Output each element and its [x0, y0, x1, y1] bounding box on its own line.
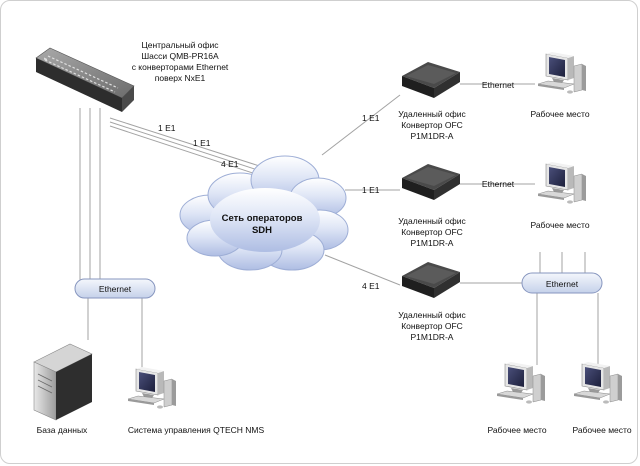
remote-office-3-workstation-2: Рабочее место	[572, 425, 631, 435]
central-office-line-1: Центральный офис	[141, 40, 219, 50]
remote-office-2-workstation: Рабочее место	[530, 220, 589, 230]
link-label-r1: 1 E1	[362, 113, 380, 123]
central-office-label: Центральный офис Шасси QMB-PR16A с конве…	[132, 40, 229, 83]
remote-office-1-ethernet: Ethernet	[482, 80, 515, 90]
link-line-c1	[109, 117, 273, 171]
connection-lines	[79, 83, 599, 368]
converter-box-icon	[402, 262, 460, 298]
remote-office-2: Удаленный офис Конвертор OFC P1M1DR-A Et…	[398, 161, 590, 248]
remote-office-2-line-2: Конвертор OFC	[401, 227, 463, 237]
remote-office-1-line-3: P1M1DR-A	[411, 131, 454, 141]
central-chassis	[35, 47, 135, 112]
workstation-computer-icon	[127, 366, 177, 410]
link-line-c3	[109, 125, 269, 179]
remote-office-3-line-3: P1M1DR-A	[411, 332, 454, 342]
left-ethernet-bus: Ethernet	[74, 278, 156, 299]
remote-office-2-line-1: Удаленный офис	[398, 216, 466, 226]
link-line-r3	[324, 254, 401, 286]
database-server: База данных	[33, 343, 93, 435]
nms-station: Система управления QTECH NMS	[127, 366, 265, 435]
workstation-computer-icon	[537, 161, 587, 205]
remote-office-3-line-1: Удаленный офис	[398, 310, 466, 320]
remote-office-2-ethernet: Ethernet	[482, 179, 515, 189]
left-ethernet-label: Ethernet	[99, 284, 132, 294]
central-office-line-2: Шасси QMB-PR16A	[141, 51, 219, 61]
workstation-computer-icon	[537, 51, 587, 95]
central-office-line-3: с конверторами Ethernet	[132, 62, 229, 72]
cloud-label-line-2: SDH	[252, 225, 272, 236]
remote-office-3-line-2: Конвертор OFC	[401, 321, 463, 331]
converter-box-icon	[402, 164, 460, 200]
remote-office-1: Удаленный офис Конвертор OFC P1M1DR-A Et…	[398, 51, 590, 141]
remote-office-1-line-1: Удаленный офис	[398, 109, 466, 119]
link-line-r1	[321, 94, 401, 156]
cloud-label-line-1: Сеть операторов	[222, 213, 303, 224]
link-label-r3: 4 E1	[362, 281, 380, 291]
server-tower-icon	[33, 343, 93, 421]
workstation-computer-icon	[573, 361, 623, 405]
link-label-c3: 4 E1	[221, 159, 239, 169]
link-label-c1: 1 E1	[158, 123, 176, 133]
workstation-computer-icon	[496, 361, 546, 405]
network-cloud-icon	[179, 155, 349, 271]
nms-label: Система управления QTECH NMS	[128, 425, 265, 435]
database-label: База данных	[37, 425, 88, 435]
link-label-c2: 1 E1	[193, 138, 211, 148]
remote-office-3-workstation-1: Рабочее место	[487, 425, 546, 435]
converter-box-icon	[402, 62, 460, 98]
remote-office-1-line-2: Конвертор OFC	[401, 120, 463, 130]
network-chassis-icon	[35, 47, 135, 112]
right-ethernet-bus: Ethernet	[521, 272, 603, 294]
right-ethernet-label: Ethernet	[546, 279, 579, 289]
remote-office-1-workstation: Рабочее место	[530, 109, 589, 119]
link-label-r2: 1 E1	[362, 185, 380, 195]
remote-office-3: Удаленный офис Конвертор OFC P1M1DR-A Et…	[398, 262, 632, 435]
sdh-cloud: Сеть операторов SDH	[179, 155, 349, 271]
remote-office-2-line-3: P1M1DR-A	[411, 238, 454, 248]
link-line-c2	[109, 121, 271, 175]
central-office-line-4: поверх NxE1	[155, 73, 206, 83]
